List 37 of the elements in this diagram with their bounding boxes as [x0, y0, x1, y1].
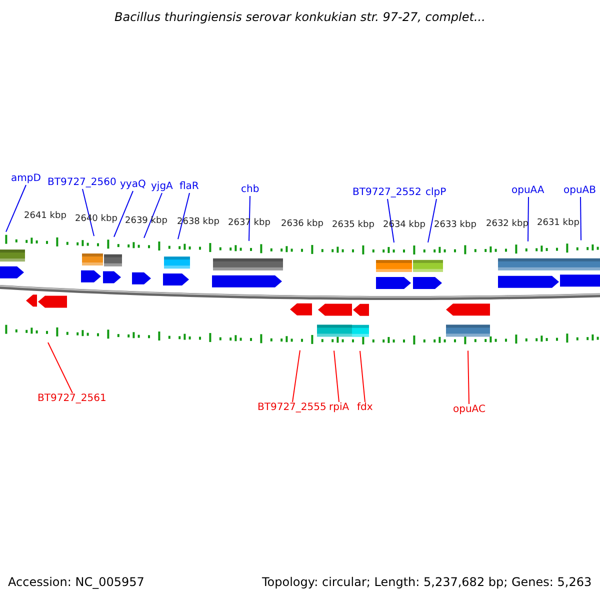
leader-line — [48, 342, 73, 394]
gene-label: opuAC — [453, 404, 486, 416]
leader-line — [144, 192, 162, 238]
leader-line — [114, 190, 134, 238]
gene-label: BT9727_2560 — [48, 177, 116, 189]
leader-line — [528, 196, 529, 242]
gene-label: BT9727_2561 — [38, 393, 106, 405]
scale-label: 2636 kbp — [281, 220, 324, 230]
gene-label: chb — [241, 184, 260, 196]
gene-label: opuAB — [564, 185, 596, 197]
scale-label: 2635 kbp — [332, 220, 374, 230]
gene-label: flaR — [180, 181, 199, 193]
gene-label: ampD — [11, 173, 41, 185]
topology-text: Topology: circular; Length: 5,237,682 bp; Genes: 5,263 — [262, 576, 592, 588]
leader-line — [6, 184, 26, 232]
gene-label: rpiA — [329, 402, 350, 414]
leader-line — [360, 350, 366, 402]
leader-line — [248, 196, 250, 242]
gene-label: clpP — [426, 187, 446, 199]
leader-line — [428, 198, 437, 243]
scale-label: 2633 kbp — [434, 220, 476, 230]
gene-label: BT9727_2555 — [258, 402, 326, 414]
gene-label: yjgA — [151, 181, 173, 193]
leader-line — [468, 350, 470, 404]
title: Bacillus thuringiensis serovar konkukian str. 97-27, complet... — [114, 11, 486, 23]
gene-label: fdx — [357, 402, 373, 414]
leader-line — [334, 350, 340, 402]
scale-label: 2639 kbp — [125, 216, 168, 226]
leader-line — [292, 350, 300, 402]
scale-label: 2631 kbp — [537, 219, 580, 228]
gene-label: yyaQ — [120, 179, 146, 191]
gene-label: BT9727_2552 — [352, 187, 422, 199]
leader-line — [580, 196, 582, 241]
accession-text: Accession: NC_005957 — [8, 576, 144, 588]
scale-label: 2641 kbp — [24, 212, 66, 222]
leader-line — [387, 198, 394, 243]
gene-label: opuAA — [512, 185, 544, 197]
